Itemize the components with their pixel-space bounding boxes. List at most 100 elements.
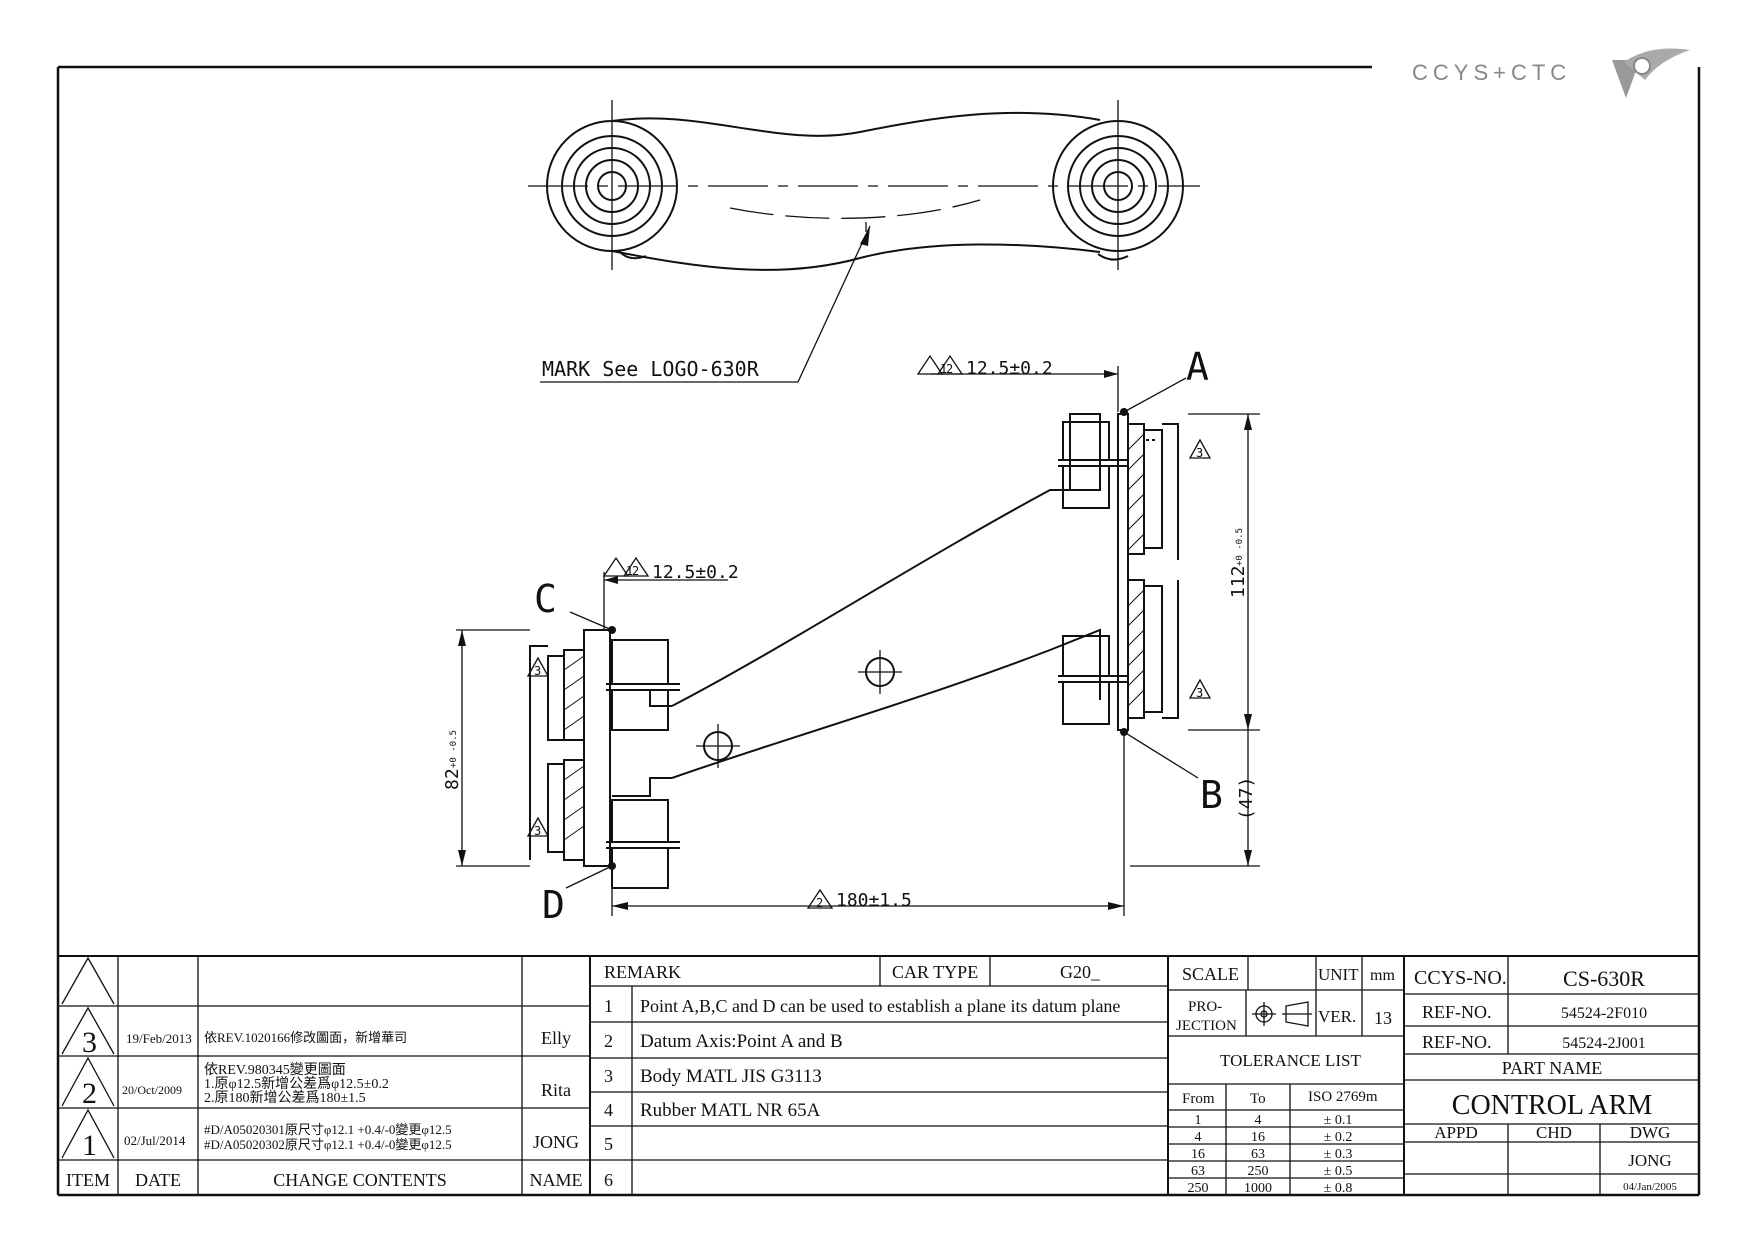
svg-text:1: 1 [1195,1113,1202,1128]
svg-text:2: 2 [816,896,823,910]
svg-text:± 0.3: ± 0.3 [1324,1147,1353,1162]
dim-length: 180±1.5 [836,890,912,911]
rev-line: #D/A05020302原尺寸φ12.1 +0.4/-0變更φ12.5 [204,1137,452,1152]
remark-item: Datum Axis:Point A and B [640,1031,843,1052]
svg-text:82: 82 [442,768,463,790]
svg-text:250: 250 [1248,1164,1269,1179]
dim-flat-left: 12.5±0.2 [652,562,739,583]
rev-date: 02/Jul/2014 [124,1133,186,1148]
drawn-by: JONG [1628,1151,1671,1170]
svg-text:PRO-: PRO- [1188,999,1222,1015]
svg-text:1000: 1000 [1244,1181,1272,1196]
svg-text:1: 1 [940,362,947,376]
rev-line: 依REV.1020166修改圖面，新增華司 [204,1030,407,1045]
svg-text:± 0.5: ± 0.5 [1324,1164,1353,1179]
svg-text:5: 5 [604,1134,613,1154]
part-name: CONTROL ARM [1452,1090,1653,1121]
datum-points [565,377,1199,889]
svg-text:UNIT: UNIT [1318,965,1359,984]
rev-line: 2.原180新增公差爲180±1.5 [204,1090,366,1106]
ref-no: 54524-2F010 [1561,1005,1647,1022]
header-contents: CHANGE CONTENTS [273,1170,447,1190]
svg-text:REF-NO.: REF-NO. [1422,1032,1492,1052]
remark-contents: REMARK CAR TYPE G20_ 1 Point A,B,C and D… [604,962,1120,1190]
svg-text:16: 16 [1251,1130,1265,1145]
svg-text:± 0.2: ± 0.2 [1324,1130,1353,1145]
projection-symbol-icon [1252,1001,1312,1027]
car-type-value: G20_ [1060,962,1101,982]
svg-text:PART NAME: PART NAME [1502,1058,1602,1078]
svg-text:4: 4 [1195,1130,1202,1145]
svg-text:+0 -0.5: +0 -0.5 [1235,528,1245,566]
mark-note: MARK See LOGO-630R [542,357,760,381]
svg-text:CHD: CHD [1536,1123,1572,1142]
remark-item: Body MATL JIS G3113 [640,1066,822,1087]
drawn-date: 04/Jan/2005 [1623,1181,1677,1193]
svg-text:2: 2 [946,362,953,376]
arm-body [671,413,1101,707]
point-c-label: C [534,577,557,621]
svg-text:3: 3 [1196,446,1203,460]
header-item: ITEM [66,1170,110,1190]
rev-date: 20/Oct/2009 [122,1083,182,1097]
point-b-label: B [1200,773,1223,817]
title-block-contents: CCYS-NO. CS-630R REF-NO. 54524-2F010 REF… [1414,966,1677,1193]
dimension-lines [456,366,1260,916]
svg-text:3: 3 [1196,686,1203,700]
rev-line: #D/A05020301原尺寸φ12.1 +0.4/-0變更φ12.5 [204,1122,452,1137]
svg-text:From: From [1182,1091,1215,1107]
svg-text:63: 63 [1251,1147,1265,1162]
rev-name: Elly [541,1028,571,1048]
remark-table [590,956,1169,1195]
svg-text:DWG: DWG [1630,1123,1671,1142]
svg-text:4: 4 [604,1100,613,1120]
svg-text:3: 3 [534,664,541,678]
svg-text:13: 13 [1374,1008,1392,1028]
dim-height-right: 112 +0 -0.5 [1228,528,1249,598]
spec-table [1168,956,1405,1195]
rev-name: JONG [533,1132,579,1152]
rev-line: 依REV.980345變更圖面 [204,1062,346,1078]
svg-text:2: 2 [604,1031,613,1051]
company-logo: CCYS+CTC [1412,48,1690,98]
brand-text: CCYS+CTC [1412,60,1571,85]
remark-item: Rubber MATL NR 65A [640,1100,821,1121]
svg-text:REF-NO.: REF-NO. [1422,1002,1492,1022]
dim-height-left: 82 +0 -0.5 [442,730,463,790]
svg-text:± 0.8: ± 0.8 [1324,1181,1353,1196]
svg-text:JECTION: JECTION [1176,1018,1237,1034]
dim-ref-47: (47) [1236,777,1257,820]
point-d-label: D [542,883,565,927]
dim-flat-top: 12.5±0.2 [966,358,1053,379]
remark-label: REMARK [604,962,681,982]
svg-text:2: 2 [632,564,639,578]
title-block [1404,956,1699,1195]
svg-text:63: 63 [1191,1164,1205,1179]
svg-text:CCYS-NO.: CCYS-NO. [1414,967,1507,989]
spec-contents: SCALE UNIT mm PRO- JECTION VER. 13 TOLER… [1176,964,1395,1196]
svg-text:1: 1 [604,996,613,1016]
svg-text:SCALE: SCALE [1182,964,1239,984]
ccys-no: CS-630R [1563,966,1645,991]
remark-item: Point A,B,C and D can be used to establi… [640,996,1120,1016]
header-name: NAME [530,1170,583,1190]
rev-name: Rita [541,1080,571,1100]
svg-text:+0 -0.5: +0 -0.5 [449,730,459,768]
svg-text:16: 16 [1191,1147,1205,1162]
tolerance-title: TOLERANCE LIST [1220,1051,1361,1070]
svg-text:112: 112 [1228,565,1249,598]
rev-item: 3 [82,1026,97,1059]
revision-tag-labels: 1 2 1 2 2 3 3 3 3 [534,362,1203,910]
sheet-border [56,65,1701,1197]
svg-text:ISO 2769m: ISO 2769m [1308,1089,1378,1105]
svg-text:VER.: VER. [1318,1007,1356,1026]
svg-text:3: 3 [604,1066,613,1086]
svg-text:(47): (47) [1236,777,1257,820]
revision-rows: 3 19/Feb/2013 依REV.1020166修改圖面，新增華司 Elly… [66,1026,583,1190]
rev-line: 1.原φ12.5新增公差爲φ12.5±0.2 [204,1076,389,1092]
rev-item: 2 [82,1077,97,1110]
svg-text:3: 3 [534,824,541,838]
svg-text:1: 1 [626,564,633,578]
point-a-label: A [1186,345,1209,389]
